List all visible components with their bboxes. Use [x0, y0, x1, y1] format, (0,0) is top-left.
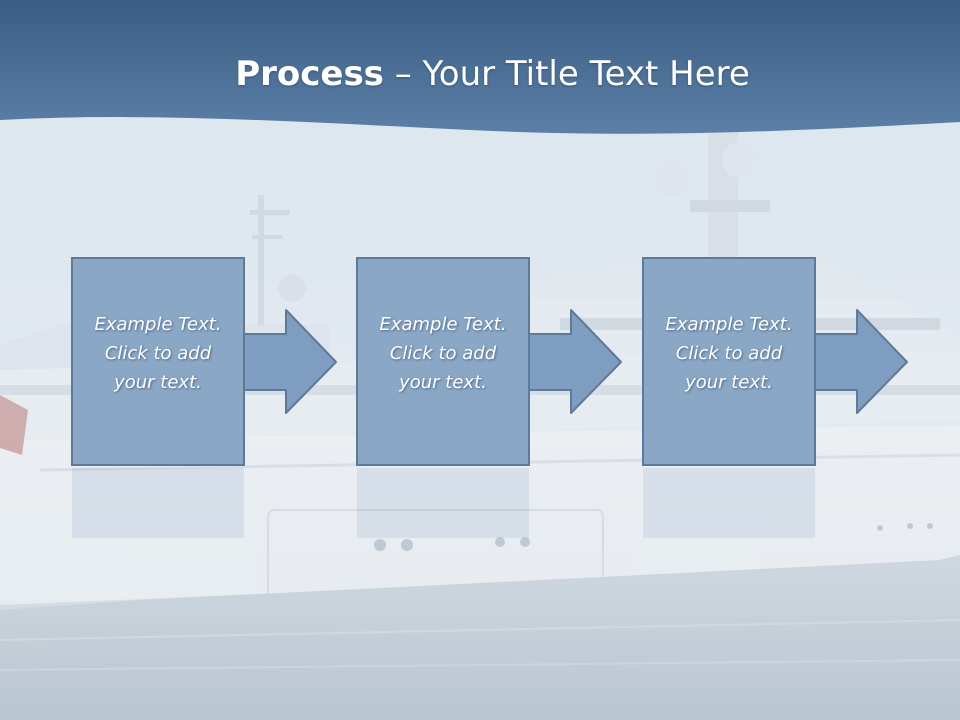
- title-bold-word: Process: [235, 54, 384, 94]
- step-3-line-1: Example Text.: [665, 314, 793, 335]
- step-3-line-3: your text.: [685, 372, 773, 393]
- step-1-line-2: Click to add: [104, 343, 212, 364]
- step-1-line-1: Example Text.: [94, 314, 222, 335]
- step-3-line-2: Click to add: [675, 343, 783, 364]
- step-reflections: [72, 468, 815, 538]
- process-step-2[interactable]: [356, 257, 622, 466]
- process-step-3[interactable]: [642, 257, 908, 466]
- step-2-line-3: your text.: [399, 372, 487, 393]
- step-1-text[interactable]: Example Text. Click to add your text.: [72, 310, 244, 397]
- slide-title[interactable]: Process – Your Title Text Here: [0, 52, 960, 96]
- step-2-line-2: Click to add: [389, 343, 497, 364]
- step-3-text[interactable]: Example Text. Click to add your text.: [643, 310, 815, 397]
- step-2-line-1: Example Text.: [379, 314, 507, 335]
- process-step-1[interactable]: [71, 257, 337, 466]
- step-1-line-3: your text.: [114, 372, 202, 393]
- title-rest: – Your Title Text Here: [383, 54, 750, 94]
- step-2-text[interactable]: Example Text. Click to add your text.: [357, 310, 529, 397]
- title-banner: [0, 0, 960, 134]
